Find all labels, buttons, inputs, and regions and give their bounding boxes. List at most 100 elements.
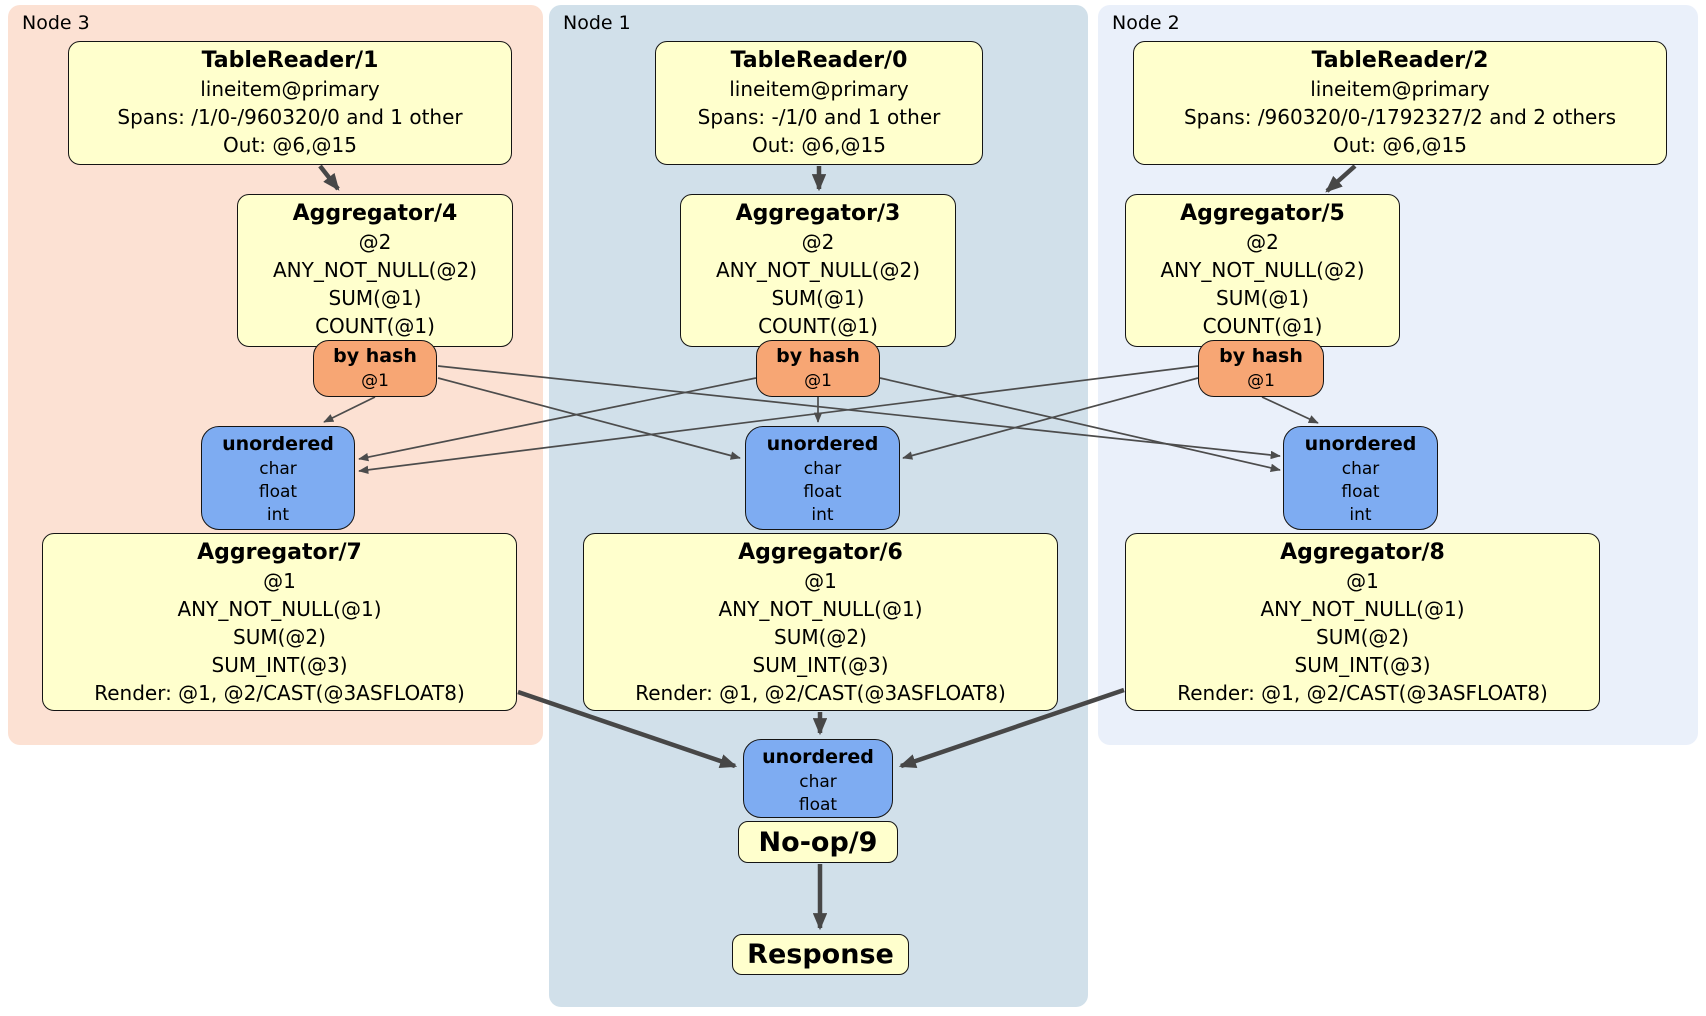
processor-detail-line: ANY_NOT_NULL(@1)	[1260, 597, 1465, 621]
processor-detail-line: ANY_NOT_NULL(@2)	[1160, 258, 1365, 282]
processor-noop-9: No-op/9	[738, 821, 898, 863]
processor-detail-line: SUM(@2)	[233, 625, 326, 649]
processor-detail-line: ANY_NOT_NULL(@1)	[177, 597, 382, 621]
edge-aggregator8-final-sync	[898, 687, 1125, 769]
router-title: by hash	[333, 345, 417, 367]
processor-title: TableReader/1	[201, 48, 379, 73]
router-key: @1	[1247, 371, 1275, 391]
sync-type-line: char	[803, 459, 842, 479]
router-title: by hash	[1219, 345, 1303, 367]
edge-hash1-sync2	[879, 377, 1281, 473]
processor-detail-line: ANY_NOT_NULL(@2)	[273, 258, 477, 282]
processor-title: Aggregator/3	[735, 201, 901, 226]
processor-detail-line: @2	[801, 230, 835, 254]
processor-detail-line: COUNT(@1)	[1202, 314, 1323, 338]
sync-type-line: char	[1341, 459, 1380, 479]
edge-hash3-sync3	[323, 396, 376, 423]
router-title: by hash	[776, 345, 860, 367]
router-by-hash-node3: by hash @1	[313, 340, 437, 397]
sync-unordered-node3: unordered char float int	[201, 426, 355, 530]
sync-unordered-final: unordered char float	[743, 739, 893, 818]
sync-title: unordered	[222, 433, 334, 455]
sync-type-line: int	[1349, 505, 1372, 525]
sync-title: unordered	[762, 746, 874, 768]
processor-detail-line: ANY_NOT_NULL(@1)	[718, 597, 923, 621]
processor-detail-line: Out: @6,@15	[752, 133, 886, 157]
processor-title: Aggregator/4	[292, 201, 458, 226]
router-key: @1	[804, 371, 832, 391]
processor-detail-line: Out: @6,@15	[223, 133, 357, 157]
processor-aggregator-6: Aggregator/6 @1 ANY_NOT_NULL(@1) SUM(@2)…	[583, 533, 1058, 711]
processor-detail-line: SUM(@1)	[1216, 286, 1309, 310]
processor-title: Aggregator/5	[1180, 201, 1345, 226]
processor-detail-line: COUNT(@1)	[315, 314, 435, 338]
edge-hash3-sync2	[437, 365, 1281, 460]
processor-detail-line: COUNT(@1)	[758, 314, 878, 338]
processor-detail-line: @2	[358, 230, 392, 254]
processor-detail-line: lineitem@primary	[1310, 77, 1490, 101]
node-label: Node 3	[22, 12, 90, 34]
processor-title: TableReader/0	[730, 48, 908, 73]
sync-title: unordered	[1304, 433, 1417, 455]
edge-hash3-sync1	[437, 377, 741, 460]
processor-detail-line: lineitem@primary	[729, 77, 909, 101]
sync-type-line: float	[258, 482, 298, 502]
node-label: Node 1	[563, 12, 631, 34]
sync-type-line: float	[798, 795, 838, 815]
edge-tablereader2-aggregator5	[1325, 164, 1357, 193]
processor-tablereader-0: TableReader/0 lineitem@primary Spans: -/…	[655, 41, 983, 165]
processor-aggregator-4: Aggregator/4 @2 ANY_NOT_NULL(@2) SUM(@1)…	[237, 194, 513, 347]
edge-hash2-sync2	[1261, 396, 1319, 424]
response-label: Response	[747, 939, 894, 970]
processor-detail-line: lineitem@primary	[200, 77, 380, 101]
sync-title: unordered	[766, 433, 879, 455]
processor-detail-line: @1	[263, 569, 296, 593]
processor-aggregator-8: Aggregator/8 @1 ANY_NOT_NULL(@1) SUM(@2)…	[1125, 533, 1600, 711]
node-label: Node 2	[1112, 12, 1180, 34]
processor-title: No-op/9	[758, 826, 878, 858]
processor-detail-line: @1	[1346, 569, 1379, 593]
processor-title: Aggregator/6	[738, 540, 903, 565]
router-by-hash-node2: by hash @1	[1198, 340, 1324, 397]
sync-type-line: float	[1341, 482, 1380, 502]
processor-detail-line: Out: @6,@15	[1333, 133, 1467, 157]
processor-detail-line: ANY_NOT_NULL(@2)	[716, 258, 920, 282]
processor-detail-line: SUM_INT(@3)	[1294, 653, 1431, 677]
processor-title: Aggregator/7	[197, 540, 362, 565]
edge-hash2-sync3	[358, 365, 1199, 475]
processor-title: TableReader/2	[1311, 48, 1489, 73]
sync-type-line: float	[803, 482, 842, 502]
router-key: @1	[361, 371, 389, 391]
processor-detail-line: Spans: /960320/0-/1792327/2 and 2 others	[1183, 105, 1616, 129]
processor-detail-line: SUM(@2)	[1316, 625, 1409, 649]
processor-tablereader-2: TableReader/2 lineitem@primary Spans: /9…	[1133, 41, 1667, 165]
processor-tablereader-1: TableReader/1 lineitem@primary Spans: /1…	[68, 41, 512, 165]
sync-type-line: int	[811, 505, 834, 525]
edge-tablereader1-aggregator4	[318, 164, 340, 191]
sync-type-line: int	[266, 505, 290, 525]
processor-detail-line: Render: @1, @2/CAST(@3ASFLOAT8)	[94, 681, 465, 705]
processor-detail-line: Spans: /1/0-/960320/0 and 1 other	[117, 105, 463, 129]
processor-title: Aggregator/8	[1280, 540, 1445, 565]
processor-detail-line: Render: @1, @2/CAST(@3ASFLOAT8)	[1177, 681, 1548, 705]
processor-detail-line: @1	[804, 569, 837, 593]
processor-detail-line: SUM_INT(@3)	[211, 653, 348, 677]
sync-unordered-node1: unordered char float int	[745, 426, 900, 530]
sync-type-line: char	[259, 459, 297, 479]
processor-detail-line: SUM_INT(@3)	[752, 653, 889, 677]
edge-hash2-sync1	[902, 377, 1199, 460]
edge-hash1-sync3	[358, 377, 757, 462]
processor-aggregator-3: Aggregator/3 @2 ANY_NOT_NULL(@2) SUM(@1)…	[680, 194, 956, 347]
response-box: Response	[732, 934, 909, 975]
router-by-hash-node1: by hash @1	[756, 340, 880, 397]
processor-aggregator-7: Aggregator/7 @1 ANY_NOT_NULL(@1) SUM(@2)…	[42, 533, 517, 711]
processor-detail-line: @2	[1246, 230, 1279, 254]
sync-type-line: char	[799, 772, 837, 792]
processor-detail-line: SUM(@1)	[771, 286, 865, 310]
processor-aggregator-5: Aggregator/5 @2 ANY_NOT_NULL(@2) SUM(@1)…	[1125, 194, 1400, 347]
edge-aggregator7-final-sync	[517, 689, 738, 769]
processor-detail-line: Render: @1, @2/CAST(@3ASFLOAT8)	[635, 681, 1006, 705]
sync-unordered-node2: unordered char float int	[1283, 426, 1438, 530]
